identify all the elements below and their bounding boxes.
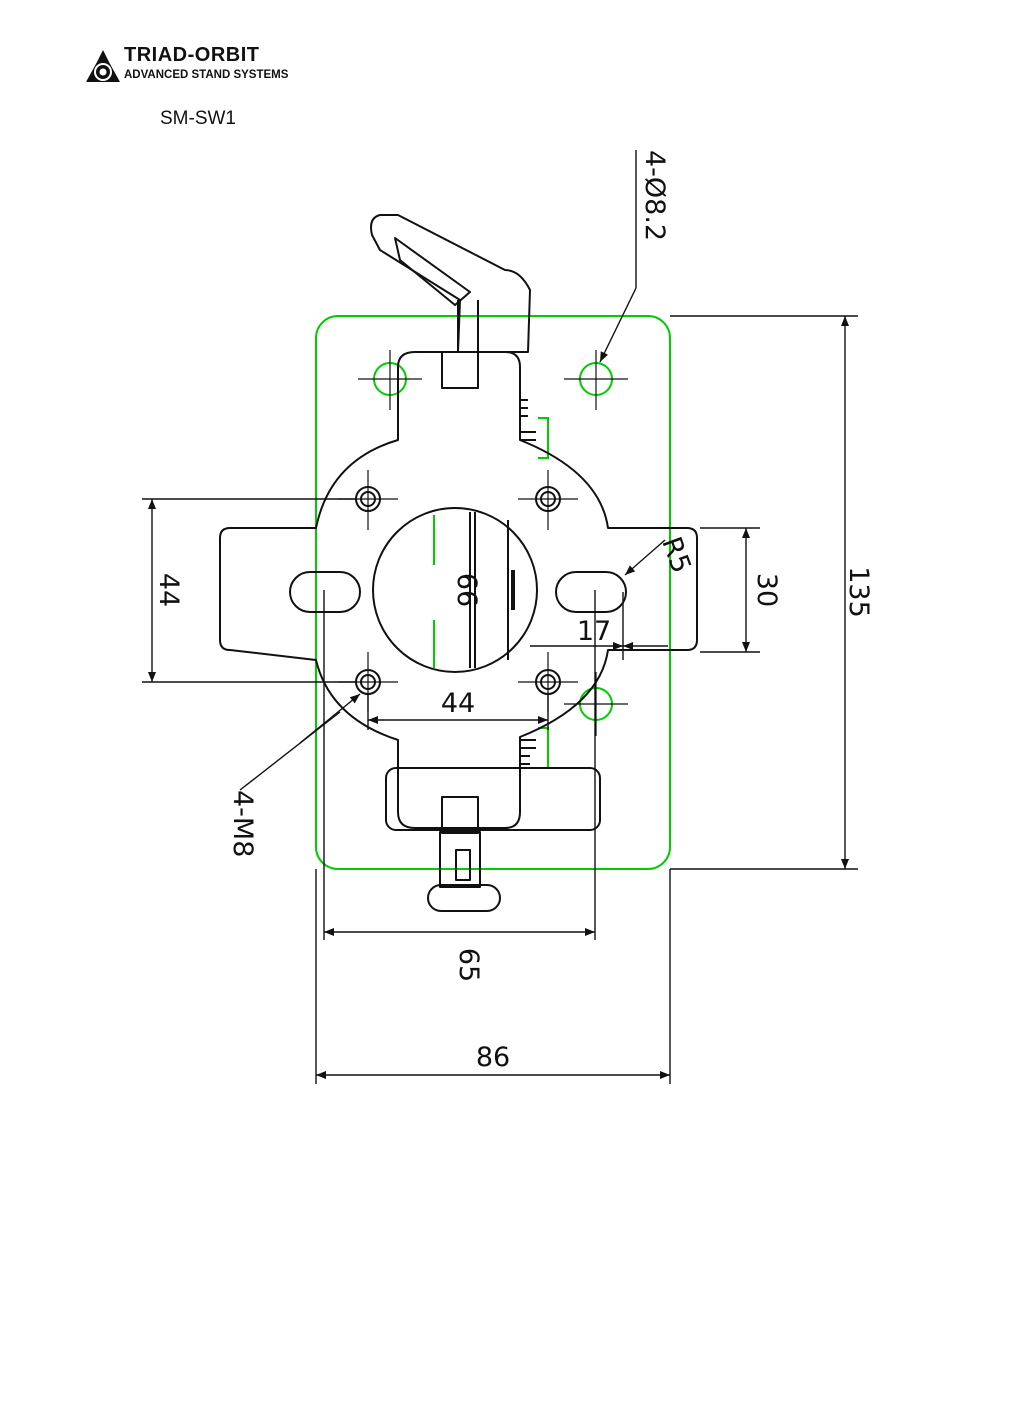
slot-left — [289, 571, 361, 613]
dim-bore: 66 — [451, 573, 482, 607]
dim-slot-spacing: 65 — [453, 948, 484, 982]
bottom-knob-shaft — [439, 831, 481, 888]
plate-bracket-upper — [538, 417, 549, 459]
thread-callout: 4-M8 — [227, 790, 258, 857]
lever-handle — [370, 214, 531, 353]
radius-leader — [624, 539, 666, 576]
slot-right — [555, 571, 627, 613]
lower-housing — [385, 767, 601, 831]
bottom-knob — [427, 884, 501, 912]
center-bore — [372, 507, 538, 673]
lever-grip — [394, 237, 471, 306]
dim-bolt-horizontal: 44 — [441, 688, 475, 719]
lever-hinge — [457, 300, 479, 352]
side-teeth-lower — [520, 739, 536, 765]
dim-tab-height: 30 — [751, 573, 782, 607]
model-number: SM-SW1 — [160, 108, 236, 129]
center-lines — [338, 350, 628, 736]
thread-callout-leader — [239, 711, 341, 791]
mounting-plate — [315, 315, 671, 870]
brand-tagline: ADVANCED STAND SYSTEMS — [124, 69, 289, 81]
clamp-body — [219, 214, 698, 912]
plate-outline — [315, 315, 671, 870]
dim-corner-radius: R5 — [655, 533, 696, 577]
brand-logo: TRIAD-ORBIT ADVANCED STAND SYSTEMS — [84, 44, 334, 90]
dim-bolt-vertical: 44 — [153, 573, 184, 607]
brand-name: TRIAD-ORBIT — [124, 44, 260, 66]
dim-width: 86 — [476, 1042, 510, 1073]
dimension-labels: 135 86 65 44 44 30 17 R5 66 4-Ø8.2 4-M8 — [153, 150, 874, 1073]
top-pin-block — [441, 351, 479, 389]
dim-height: 135 — [843, 566, 874, 618]
triad-orbit-knob-icon — [86, 50, 120, 82]
dim-slot-offset: 17 — [577, 616, 611, 647]
plate-bracket-lower — [538, 727, 549, 769]
clamp-outline — [219, 351, 698, 829]
dimension-lines — [142, 150, 858, 1084]
bottom-knob-slot — [455, 849, 471, 881]
hole-callout: 4-Ø8.2 — [639, 150, 670, 241]
side-teeth-upper — [520, 399, 536, 441]
